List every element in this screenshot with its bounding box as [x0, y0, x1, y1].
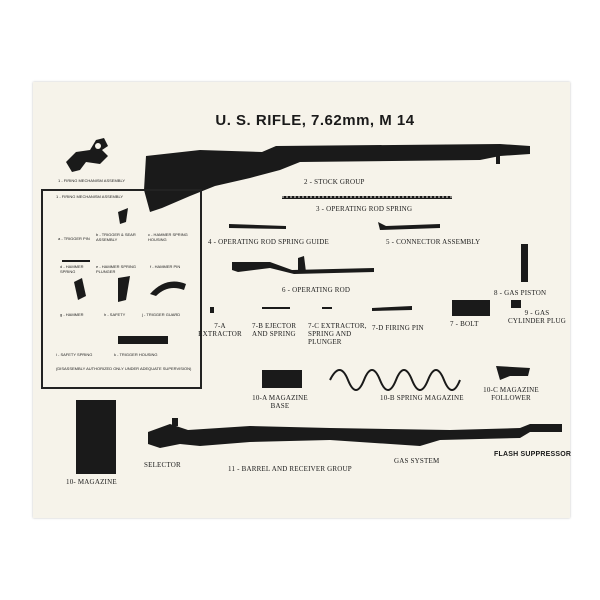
- label-safety-spring: i - SAFETY SPRING: [56, 352, 93, 357]
- label-selector: SELECTOR: [144, 461, 181, 469]
- label-gas-piston: 8 - GAS PISTON: [494, 289, 547, 297]
- label-magazine: 10- MAGAZINE: [66, 478, 117, 486]
- label-extractor: 7-A EXTRACTOR: [198, 322, 242, 338]
- label-connector: 5 - CONNECTOR ASSEMBLY: [386, 238, 481, 246]
- extractor-spring-image: [322, 307, 332, 309]
- label-firing-mechanism: 1 - FIRING MECHANISM ASSEMBLY: [58, 178, 126, 183]
- firing-pin-image: [372, 306, 412, 311]
- stock-image: [144, 144, 530, 212]
- gas-piston-image: [521, 244, 528, 282]
- label-hammer-spring: d - HAMMER SPRING: [60, 264, 84, 274]
- label-disclaimer: (DISASSEMBLY AUTHORIZED ONLY UNDER ADEQU…: [56, 366, 192, 371]
- gas-plug-image: [511, 300, 521, 308]
- label-hammer-spring-plunger: e - HAMMER SPRING PLUNGER: [96, 264, 137, 274]
- firing-mechanism-image: [66, 138, 108, 172]
- connector-image: [378, 222, 440, 230]
- page-title: U. S. RIFLE, 7.62mm, M 14: [215, 112, 415, 129]
- firing-mechanism-box: [41, 189, 202, 389]
- label-trigger-pin: a - TRIGGER PIN: [58, 236, 90, 241]
- ejector-image: [262, 307, 290, 309]
- spring-magazine-image: [329, 369, 461, 391]
- label-safety: h - SAFETY: [104, 312, 126, 317]
- label-trigger-sear: b - TRIGGER & SEAR ASSEMBLY: [96, 232, 136, 242]
- label-hammer-pin: f - HAMMER PIN: [150, 264, 181, 269]
- barrel-receiver-image: [148, 418, 562, 448]
- label-stock-group: 2 - STOCK GROUP: [304, 178, 365, 186]
- label-gas-plug: 9 - GAS CYLINDER PLUG: [507, 309, 566, 325]
- magazine-base-image: [262, 370, 302, 388]
- label-op-rod-spring: 3 - OPERATING ROD SPRING: [316, 205, 413, 213]
- label-gas-system: GAS SYSTEM: [394, 457, 440, 465]
- label-follower: 10-C MAGAZINE FOLLOWER: [483, 386, 539, 402]
- magazine-image: [76, 400, 116, 474]
- label-flash-suppressor: FLASH SUPPRESSOR: [494, 451, 572, 458]
- label-extractor-spring: 7-C EXTRACTOR, SPRING AND PLUNGER: [308, 322, 367, 346]
- firing-parts-image: [62, 208, 186, 344]
- label-operating-rod: 6 - OPERATING ROD: [282, 286, 351, 294]
- label-trigger-housing: k - TRIGGER HOUSING: [114, 352, 158, 357]
- label-barrel-receiver: 11 - BARREL AND RECEIVER GROUP: [228, 465, 352, 473]
- label-op-rod-guide: 4 - OPERATING ROD SPRING GUIDE: [208, 238, 329, 246]
- label-magazine-base: 10-A MAGAZINE BASE: [252, 394, 308, 410]
- bolt-image: [452, 300, 490, 316]
- label-trigger-guard: j - TRIGGER GUARD: [142, 312, 181, 317]
- op-rod-guide-image: [229, 224, 286, 229]
- label-hammer-spring-housing: c - HAMMER SPRING HOUSING: [148, 232, 188, 242]
- label-firing-mechanism-box: 1 - FIRING MECHANISM ASSEMBLY: [56, 194, 124, 199]
- label-hammer: g - HAMMER: [60, 312, 84, 317]
- label-bolt: 7 - BOLT: [450, 320, 479, 328]
- label-firing-pin: 7-D FIRING PIN: [372, 324, 424, 332]
- label-spring-magazine: 10-B SPRING MAGAZINE: [380, 394, 464, 402]
- follower-image: [496, 366, 530, 380]
- extractor-image: [210, 307, 214, 313]
- operating-rod-image: [232, 256, 374, 274]
- label-ejector: 7-B EJECTOR AND SPRING: [252, 322, 297, 338]
